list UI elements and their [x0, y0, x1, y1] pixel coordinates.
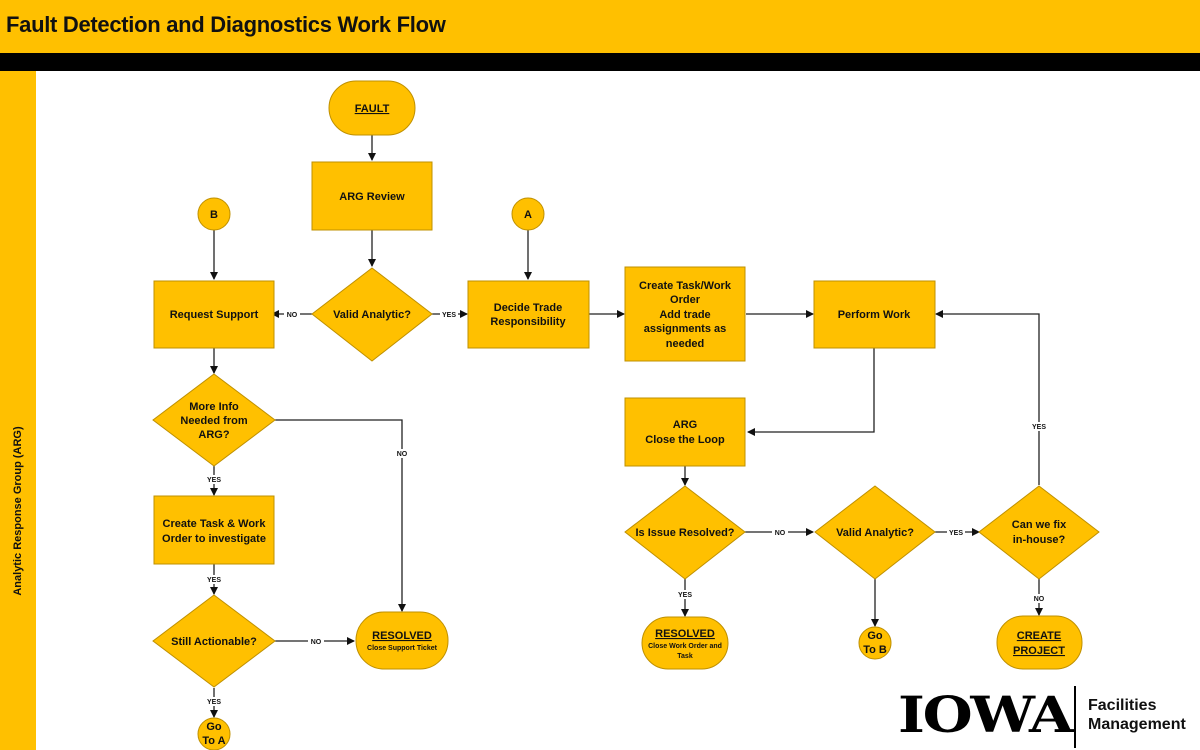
node-more-info: More Info Needed from ARG?	[152, 373, 276, 467]
node-arg-review: ARG Review	[311, 161, 433, 231]
node-create-task-wo-line3: Add trade	[659, 309, 710, 321]
node-more-info-line1: More Info	[189, 401, 239, 413]
facilities-management-text: Facilities Management	[1088, 696, 1186, 734]
node-request-support-label: Request Support	[170, 309, 259, 321]
node-create-task-wo-line1: Create Task/Work	[639, 280, 732, 292]
node-perform-work-label: Perform Work	[838, 309, 911, 321]
node-more-info-line3: ARG?	[198, 429, 229, 441]
node-go-to-a-line2: To A	[202, 735, 225, 747]
edge-label-inhouse-no: NO	[1034, 596, 1045, 603]
edge-label-still-yes: YES	[207, 699, 221, 706]
iowa-wordmark: IOWA	[898, 685, 1074, 744]
node-go-to-a: Go To A	[197, 717, 231, 750]
edge-label-still-no: NO	[311, 639, 322, 646]
logo-divider	[1074, 686, 1076, 748]
node-is-issue-resolved: Is Issue Resolved?	[624, 485, 746, 580]
node-connector-a-label: A	[524, 209, 532, 221]
edge-label-valid2-yes: YES	[949, 530, 963, 537]
edge-label-issue-no: NO	[775, 530, 786, 537]
edge-label-moreinfo-yes: YES	[207, 477, 221, 484]
node-create-task-investigate-line2: Order to investigate	[162, 533, 266, 545]
swimlane-sidebar: Analytic Response Group (ARG)	[0, 71, 36, 750]
node-create-project: CREATE PROJECT	[996, 615, 1083, 670]
connectors	[210, 135, 1043, 718]
node-connector-b-label: B	[210, 209, 218, 221]
logo-line2: Management	[1088, 716, 1186, 733]
node-resolved-wo-line1: Close Work Order and	[648, 643, 722, 650]
edge-perform-to-close	[747, 348, 875, 436]
node-more-info-line2: Needed from	[180, 415, 247, 427]
node-resolved-wo-title: RESOLVED	[655, 628, 715, 640]
node-decide-trade-line1: Decide Trade	[494, 302, 562, 314]
node-valid-analytic-2: Valid Analytic?	[814, 485, 936, 580]
node-resolved-support: RESOLVED Close Support Ticket	[355, 611, 449, 670]
node-fault-label: FAULT	[355, 103, 390, 115]
edge-label-issue-yes: YES	[678, 592, 692, 599]
edge-label-valid1-no: NO	[287, 312, 298, 319]
node-still-actionable: Still Actionable?	[152, 594, 276, 688]
edge-label-valid1-yes: YES	[442, 312, 456, 319]
node-valid-analytic-2-label: Valid Analytic?	[836, 527, 914, 539]
node-arg-close-loop-line1: ARG	[673, 419, 697, 431]
node-is-issue-resolved-label: Is Issue Resolved?	[635, 527, 734, 539]
node-valid-analytic-1: Valid Analytic?	[311, 267, 433, 362]
node-connector-a: A	[511, 197, 545, 231]
node-can-fix-inhouse: Can we fix in-house?	[978, 485, 1100, 580]
node-resolved-support-subtitle: Close Support Ticket	[367, 645, 438, 652]
node-resolved-support-title: RESOLVED	[372, 630, 432, 642]
edge-label-inhouse-yes: YES	[1032, 424, 1046, 431]
logo-line1: Facilities	[1088, 697, 1157, 714]
header-bar: Fault Detection and Diagnostics Work Flo…	[0, 0, 1200, 53]
edge-inhouse-yes	[935, 310, 1040, 485]
node-valid-analytic-1-label: Valid Analytic?	[333, 309, 411, 321]
edge-label-moreinfo-no: NO	[397, 451, 408, 458]
edge-labels: NO YES NO YES YES NO YES NO YES YES YES …	[205, 310, 1048, 706]
node-resolved-work-order: RESOLVED Close Work Order and Task	[641, 616, 729, 670]
edge-moreinfo-no	[275, 419, 406, 612]
node-create-task-wo-line4: assignments as	[644, 323, 727, 335]
node-fault: FAULT	[328, 80, 416, 136]
node-connector-b: B	[197, 197, 231, 231]
header-divider-bar	[0, 53, 1200, 71]
page-title: Fault Detection and Diagnostics Work Flo…	[6, 12, 446, 37]
node-go-to-a-line1: Go	[206, 721, 222, 733]
node-can-fix-inhouse-line1: Can we fix	[1012, 519, 1067, 531]
node-request-support: Request Support	[153, 280, 275, 349]
node-resolved-wo-line2: Task	[677, 653, 693, 660]
node-create-project-line2: PROJECT	[1013, 645, 1065, 657]
node-create-task-work-order: Create Task/Work Order Add trade assignm…	[624, 266, 746, 362]
node-arg-close-loop-line2: Close the Loop	[645, 434, 725, 446]
node-go-to-b: Go To B	[858, 626, 892, 660]
node-perform-work: Perform Work	[813, 280, 936, 349]
node-still-actionable-label: Still Actionable?	[171, 636, 257, 648]
node-go-to-b-line2: To B	[863, 644, 887, 656]
node-can-fix-inhouse-line2: in-house?	[1013, 534, 1066, 546]
node-decide-trade-line2: Responsibility	[490, 316, 566, 328]
node-create-task-wo-line5: needed	[666, 338, 705, 350]
node-create-task-investigate: Create Task & Work Order to investigate	[153, 495, 275, 565]
node-decide-trade: Decide Trade Responsibility	[467, 280, 590, 349]
node-create-project-line1: CREATE	[1017, 630, 1061, 642]
node-create-task-investigate-line1: Create Task & Work	[163, 518, 267, 530]
node-go-to-b-line1: Go	[867, 630, 883, 642]
node-create-task-wo-line2: Order	[670, 294, 701, 306]
edge-label-investigate-yes: YES	[207, 577, 221, 584]
node-arg-close-loop: ARG Close the Loop	[624, 397, 746, 467]
node-arg-review-label: ARG Review	[339, 191, 405, 203]
